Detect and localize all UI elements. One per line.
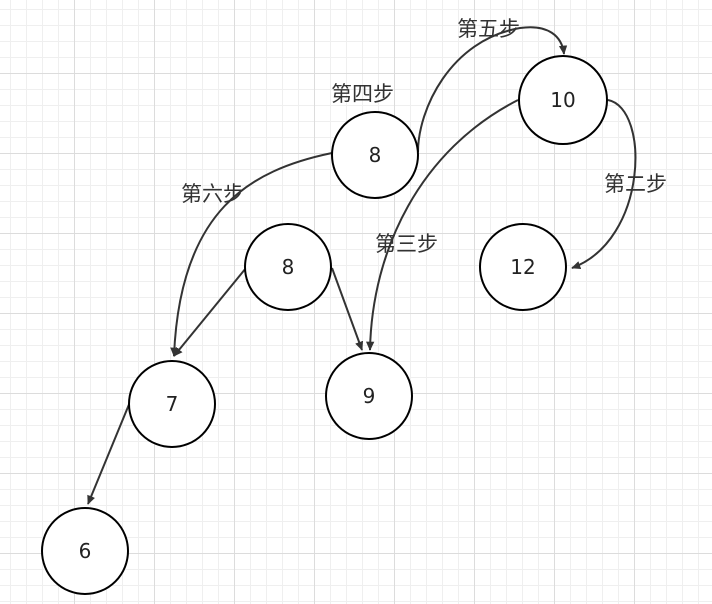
edge-7-to-6: [87, 401, 131, 505]
node-6: 6: [41, 507, 129, 595]
node-12-label: 12: [510, 255, 535, 279]
edge-8-to-9: [331, 267, 364, 351]
node-12: 12: [479, 223, 567, 311]
edge-step5-8-to-10: [417, 26, 568, 153]
step3-label: 第三步: [375, 232, 438, 256]
step6-label: 第六步: [181, 182, 244, 206]
node-9: 9: [325, 352, 413, 440]
edge-step3-10-to-9: [366, 99, 519, 351]
step4-label: 第四步: [331, 82, 394, 106]
node-7-label: 7: [166, 392, 179, 416]
node-8-top-label: 8: [369, 143, 382, 167]
node-8-top: 8: [331, 111, 419, 199]
edge-8-to-7: [173, 267, 247, 357]
node-6-label: 6: [79, 539, 92, 563]
node-8-mid: 8: [244, 223, 332, 311]
node-10: 10: [518, 55, 608, 145]
edge-step2-10-to-12: [571, 99, 637, 270]
node-10-label: 10: [550, 88, 575, 112]
node-8-mid-label: 8: [282, 255, 295, 279]
node-9-label: 9: [363, 384, 376, 408]
step2-label: 第二步: [604, 172, 667, 196]
edge-step6-8-to-7: [170, 152, 333, 357]
node-7: 7: [128, 360, 216, 448]
step5-label: 第五步: [457, 17, 520, 41]
